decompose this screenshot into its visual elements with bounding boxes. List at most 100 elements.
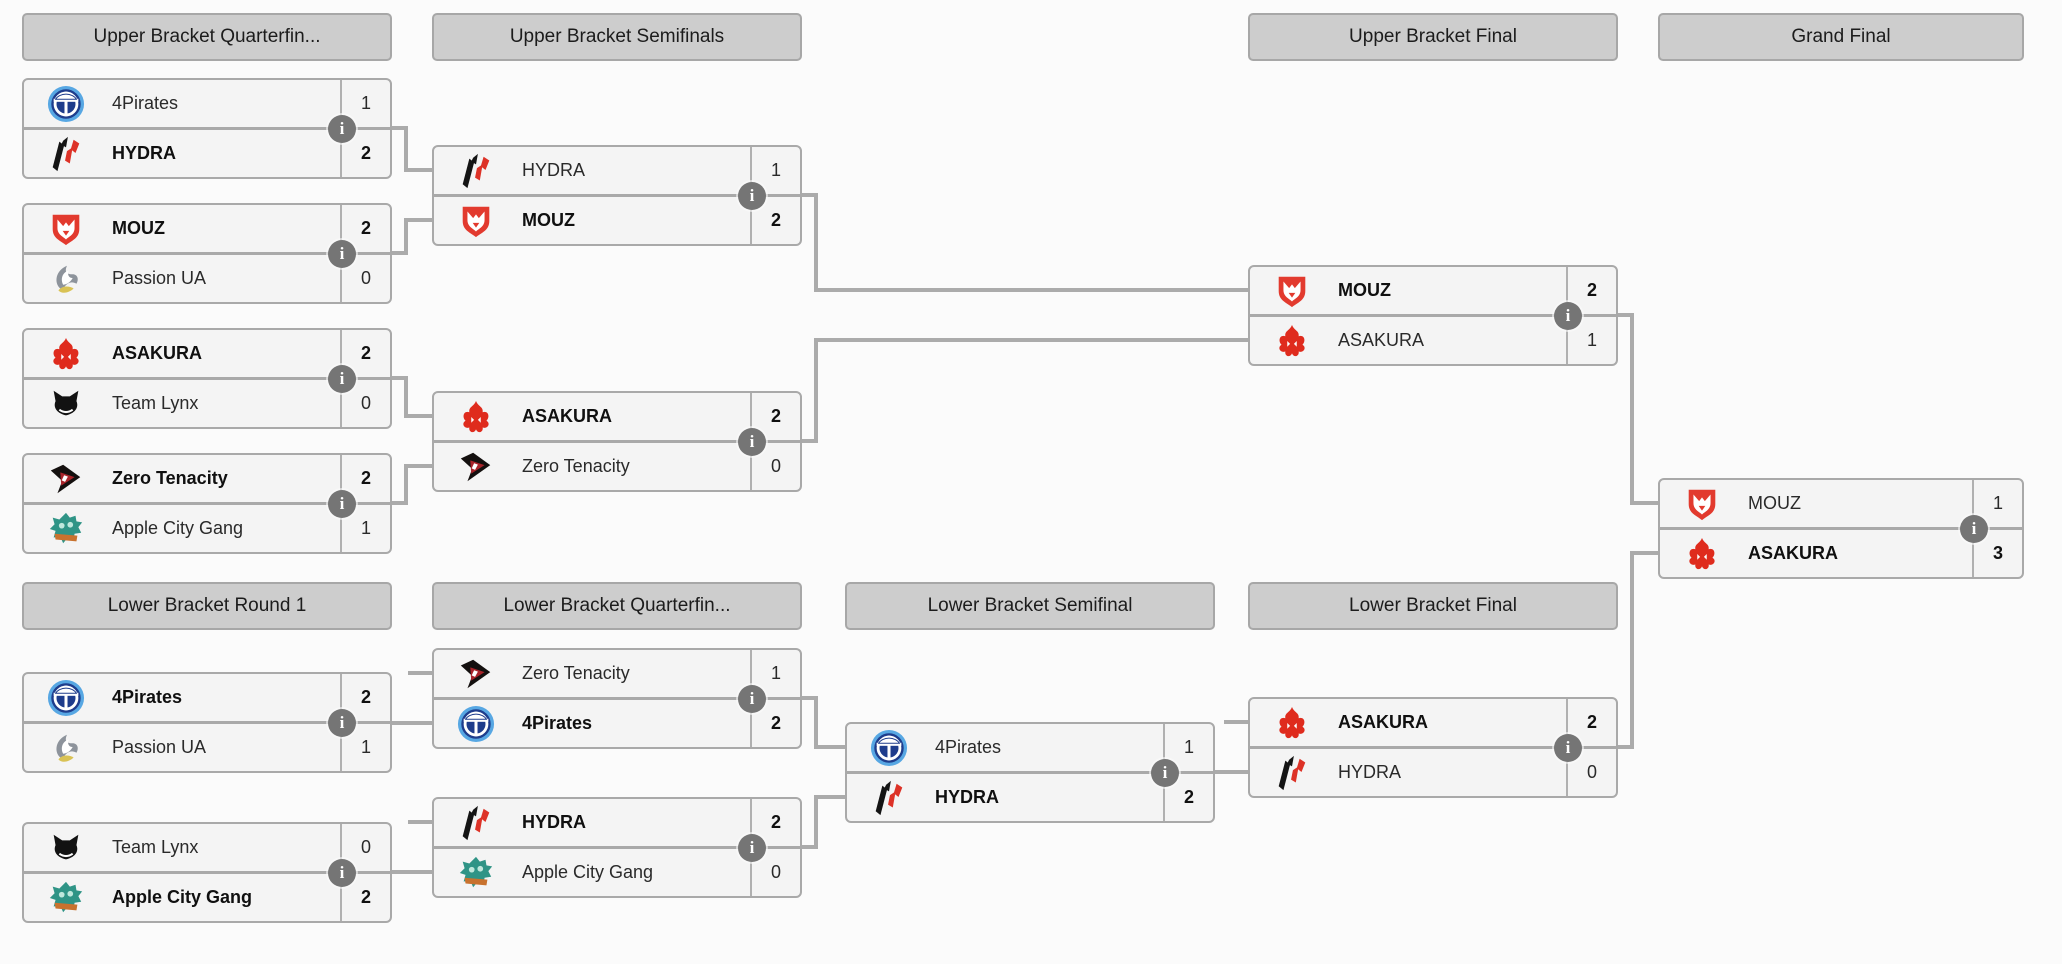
team-name[interactable]: MOUZ [522, 210, 575, 230]
team-score: 2 [340, 330, 390, 377]
team-name[interactable]: MOUZ [1748, 493, 1801, 513]
match-lb-final: ASAKURA 2 HYDRA 0 i [1248, 697, 1618, 798]
team-score: 1 [1972, 480, 2022, 527]
match-ubsf-2: ASAKURA 2 Zero Tenacity 0 i [432, 391, 802, 492]
team-name[interactable]: 4Pirates [112, 687, 183, 707]
team-name[interactable]: HYDRA [1338, 762, 1402, 782]
team-row: HYDRA 0 [1250, 746, 1616, 796]
team-score: 3 [1972, 530, 2022, 577]
team-row: ASAKURA 1 [1250, 314, 1616, 364]
team-score: 1 [750, 147, 800, 194]
match-info-icon[interactable]: i [738, 833, 766, 862]
round-header-upper-semifinals: Upper Bracket Semifinals [432, 13, 802, 61]
round-header-lower-semifinal: Lower Bracket Semifinal [845, 582, 1215, 630]
match-ubqf-2: MOUZ 2 Passion UA 0 i [22, 203, 392, 304]
team-row: HYDRA 2 [847, 771, 1213, 821]
team-row: MOUZ 2 [24, 205, 390, 252]
round-header-lower-quarterfinals: Lower Bracket Quarterfin... [432, 582, 802, 630]
connector-line [802, 193, 818, 197]
connector-line [814, 696, 818, 749]
team-name[interactable]: HYDRA [112, 143, 177, 163]
team-score: 2 [340, 874, 390, 921]
team-name[interactable]: Passion UA [112, 268, 207, 288]
4pirates-logo-icon [47, 85, 85, 123]
connector-line [392, 376, 408, 380]
connector-line [404, 218, 432, 222]
match-info-icon[interactable]: i [1554, 301, 1582, 330]
match-info-icon[interactable]: i [1554, 733, 1582, 762]
connector-line [1630, 551, 1634, 749]
hydra-logo-icon [1273, 754, 1311, 792]
team-score: 1 [1566, 317, 1616, 364]
team-name[interactable]: ASAKURA [1338, 712, 1428, 732]
team-row: Apple City Gang 0 [434, 846, 800, 896]
team-name[interactable]: HYDRA [522, 160, 586, 180]
team-row: Passion UA 0 [24, 252, 390, 302]
connector-line [1224, 720, 1248, 724]
match-info-icon[interactable]: i [1151, 758, 1179, 787]
connector-line [814, 288, 1248, 292]
team-row: Team Lynx 0 [24, 824, 390, 871]
team-name[interactable]: Zero Tenacity [112, 468, 228, 488]
connector-line [814, 795, 818, 849]
connector-line [1630, 501, 1658, 505]
team-name[interactable]: 4Pirates [112, 93, 179, 113]
match-info-icon[interactable]: i [1960, 514, 1988, 543]
team-name[interactable]: HYDRA [935, 787, 1000, 807]
team-name[interactable]: 4Pirates [935, 737, 1002, 757]
match-info-icon[interactable]: i [328, 239, 356, 268]
team-row: ASAKURA 2 [434, 393, 800, 440]
team-name[interactable]: Zero Tenacity [522, 456, 630, 476]
round-header-grand-final: Grand Final [1658, 13, 2024, 61]
match-info-icon[interactable]: i [738, 684, 766, 713]
team-score: 0 [750, 849, 800, 896]
team-name[interactable]: MOUZ [112, 218, 165, 238]
team-row: 4Pirates 2 [434, 697, 800, 747]
team-score: 1 [340, 505, 390, 552]
team-name[interactable]: ASAKURA [1338, 330, 1425, 350]
connector-line [802, 696, 818, 700]
team-name[interactable]: ASAKURA [112, 343, 202, 363]
team-row: Zero Tenacity 1 [434, 650, 800, 697]
team-row: MOUZ 1 [1660, 480, 2022, 527]
match-info-icon[interactable]: i [738, 427, 766, 456]
team-name[interactable]: Team Lynx [112, 393, 199, 413]
team-score: 0 [340, 380, 390, 427]
match-info-icon[interactable]: i [328, 489, 356, 518]
team-name[interactable]: Zero Tenacity [522, 663, 630, 683]
connector-line [392, 721, 432, 725]
team-name[interactable]: Apple City Gang [112, 887, 253, 907]
team-row: ASAKURA 2 [24, 330, 390, 377]
connector-line [404, 168, 432, 172]
team-name[interactable]: Apple City Gang [112, 518, 244, 538]
team-name[interactable]: 4Pirates [522, 713, 593, 733]
4pirates-logo-icon [870, 729, 908, 767]
connector-line [814, 338, 1248, 342]
team-name[interactable]: ASAKURA [522, 406, 612, 426]
match-info-icon[interactable]: i [328, 364, 356, 393]
match-info-icon[interactable]: i [738, 181, 766, 210]
match-lb-semifinal: 4Pirates 1 HYDRA 2 i [845, 722, 1215, 823]
passion-ua-logo-icon [47, 729, 85, 767]
match-info-icon[interactable]: i [328, 858, 356, 887]
connector-line [802, 845, 818, 849]
team-name[interactable]: Team Lynx [112, 837, 199, 857]
team-name[interactable]: MOUZ [1338, 280, 1391, 300]
team-name[interactable]: ASAKURA [1748, 543, 1838, 563]
team-name[interactable]: HYDRA [522, 812, 587, 832]
connector-line [404, 218, 408, 255]
apple-city-gang-logo-icon [47, 879, 85, 917]
team-row: 4Pirates 1 [847, 724, 1213, 771]
team-score: 2 [1163, 774, 1213, 821]
team-name[interactable]: Passion UA [112, 737, 207, 757]
asakura-logo-icon [47, 335, 85, 373]
connector-line [814, 193, 818, 292]
match-info-icon[interactable]: i [328, 708, 356, 737]
team-row: Zero Tenacity 0 [434, 440, 800, 490]
team-row: Zero Tenacity 2 [24, 455, 390, 502]
team-score: 0 [1566, 749, 1616, 796]
connector-line [392, 251, 408, 255]
team-name[interactable]: Apple City Gang [522, 862, 654, 882]
round-header-upper-quarterfinals: Upper Bracket Quarterfin... [22, 13, 392, 61]
match-info-icon[interactable]: i [328, 114, 356, 143]
